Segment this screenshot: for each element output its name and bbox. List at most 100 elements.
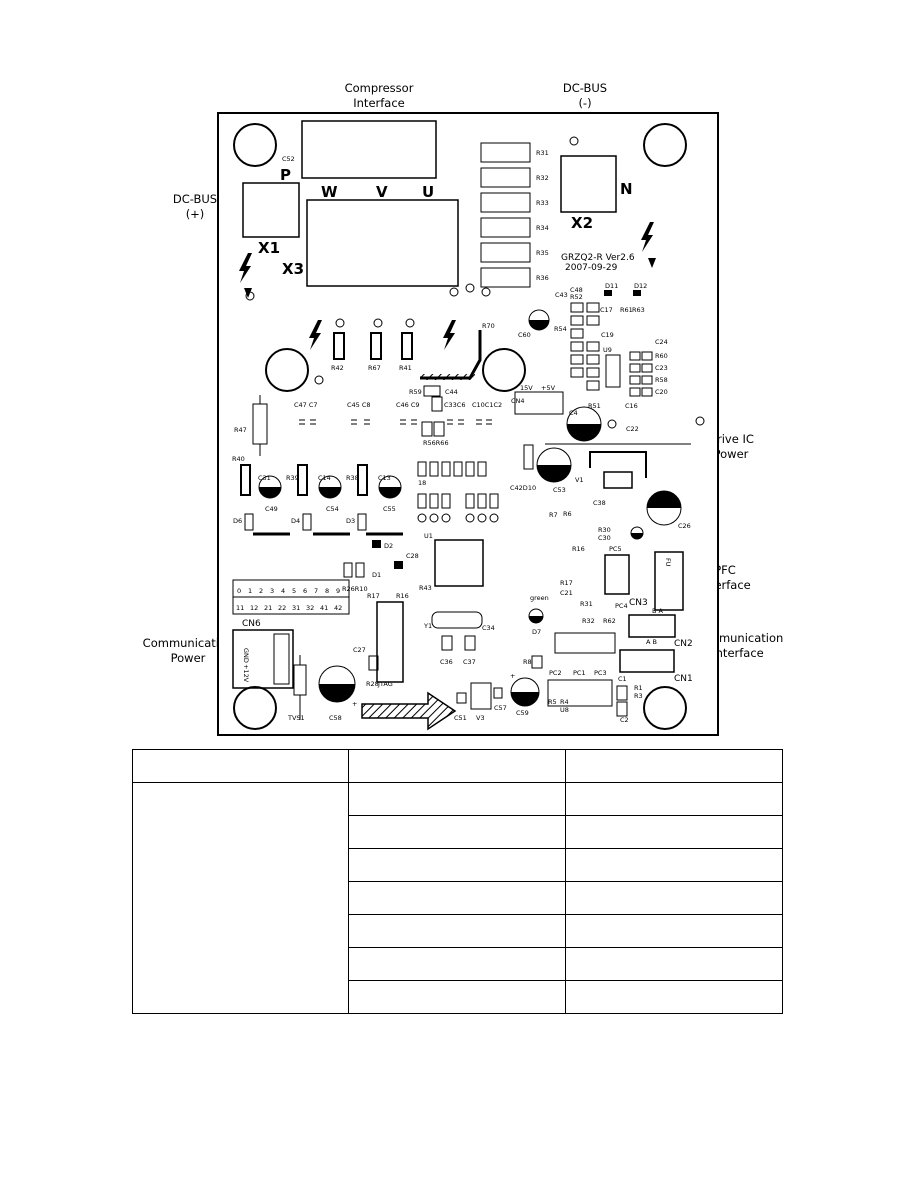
table-cell [132,749,349,783]
component-label: 12 [250,604,258,612]
x1-block [242,182,300,238]
component-label: D7 [532,628,541,636]
component-label: C14 [318,474,331,482]
component-label: C57 [494,704,507,712]
component-label: U8 [560,706,569,714]
terminal-w: W [321,183,338,201]
component-label: 9 [336,587,340,595]
component-label: R58 [655,376,668,384]
mounting-hole [233,686,277,730]
component-label: green [530,594,549,602]
component-label: +5V [541,384,556,392]
component-label: 21 [264,604,272,612]
component-label: D4 [291,517,300,525]
component-label: C38 [593,499,606,507]
component-label: Y1 [423,622,432,630]
component-label: C22 [626,425,639,433]
jumper-strip [232,579,350,615]
component-label: PC4 [615,602,628,610]
component-label: R4 [560,698,569,706]
spec-table [132,749,783,1014]
component-label: C45 C8 [347,401,371,409]
component-label: C48 [570,286,583,294]
x2-block [560,155,617,213]
dc-bus-positive-label: DC-BUS(+) [172,192,218,221]
component-label: C24 [655,338,668,346]
mcu-chip [434,539,484,587]
component-label: 41 [320,604,328,612]
compressor-connector [301,120,437,179]
table-cell [565,848,783,882]
terminal-x2: X2 [571,214,593,232]
component-label: C47 C7 [294,401,318,409]
pcb-diagram: W V U P N X1 X3 X2 C52 R31 R32 R33 R34 R… [217,112,719,736]
mounting-hole [643,123,687,167]
component-label: R16 [396,592,409,600]
table-cell [565,881,783,915]
component-label: R28 [366,680,379,688]
component-label: CN2 [674,639,693,649]
table-merged-cell [132,782,349,1014]
table-row [132,782,783,1014]
component-label: R56R66 [423,439,449,447]
component-label: C10C1C2 [472,401,502,409]
component-label: C51 [454,714,467,722]
component-label: C52 [282,155,295,163]
component-label: R34 [536,224,549,232]
component-label: C46 C9 [396,401,420,409]
component-label: R32 [536,174,549,182]
component-label: R6 [563,510,572,518]
electrolytic-capacitors [258,475,402,499]
component-label: C43 [555,291,568,299]
component-label: JTAG [377,680,393,688]
component-label: C55 [383,505,396,513]
component-label: C30 [598,534,611,542]
table-row [133,980,783,1014]
component-label: PC1 [573,669,586,677]
terminal-n: N [620,180,633,198]
component-label: R40 [232,455,245,463]
terminal-v: V [376,183,388,201]
component-label: R39 [286,474,299,482]
component-label: C4 [569,409,578,417]
table-cell [348,782,566,816]
component-label: C1 [618,675,627,683]
component-label: C17 [600,306,613,314]
component-label: R60 [655,352,668,360]
component-label: C37 [463,658,476,666]
component-label: D1 [372,571,381,579]
component-label: C58 [329,714,342,722]
component-label: C23 [655,364,668,372]
component-label: R67 [368,364,381,372]
component-label: R51 [588,402,601,410]
component-label: C28 [406,552,419,560]
component-label: C53 [553,486,566,494]
component-label: V3 [476,714,485,722]
component-label: 5 [292,587,296,595]
component-label: R62 [603,617,616,625]
component-label: A B [646,638,657,646]
component-label: GND [242,648,250,663]
component-label: U9 [603,346,612,354]
table-cell [348,815,566,849]
component-label: TVS1 [287,714,305,722]
mounting-hole [233,123,277,167]
component-label: + [510,672,515,680]
component-label: R52 [570,293,583,301]
component-label: D11 [605,282,618,290]
component-label: 6 [303,587,307,595]
table-cell [565,980,783,1014]
component-label: R35 [536,249,549,257]
cn6-connector [232,629,294,689]
table-cell [565,914,783,948]
component-label: R43 [419,584,432,592]
table-cell [348,749,566,783]
jtag-connector [376,601,404,683]
component-label: R3 [634,692,643,700]
component-label: R70 [482,322,495,330]
cn2-connector [628,614,676,638]
table-cell [348,980,566,1014]
component-label: R1 [634,684,643,692]
